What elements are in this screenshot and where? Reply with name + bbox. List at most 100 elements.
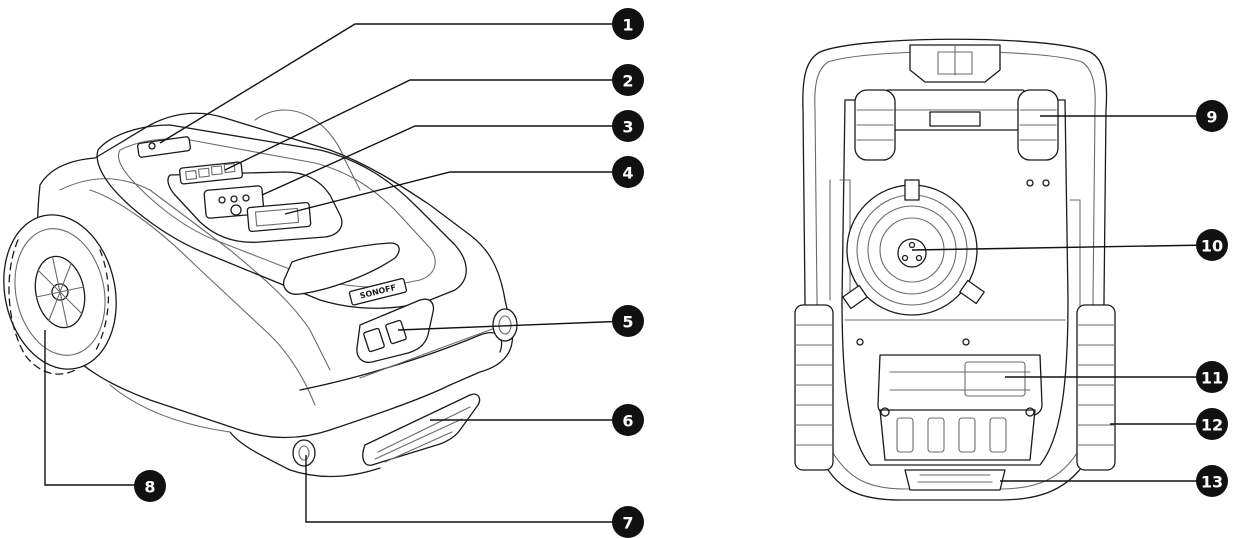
rear-wheel-right-underside (1076, 304, 1116, 471)
side-wiring (829, 179, 851, 301)
vent-slat (384, 431, 453, 463)
callout-9-label: 9 (1206, 108, 1217, 127)
callout-10: 10 (1196, 229, 1228, 261)
callout-3-label: 3 (622, 118, 633, 137)
rear-handle-grip (917, 474, 993, 483)
wheel-tread-lugs-back (94, 249, 110, 353)
side-panel-line-2 (89, 189, 316, 406)
callout-1-label: 1 (622, 16, 633, 35)
callout-4-label: 4 (622, 164, 633, 183)
lower-body-curve (229, 431, 381, 478)
brand-plate-frame (348, 277, 408, 306)
front-left-bumper-sensor (292, 439, 316, 467)
callout-7: 7 (612, 506, 644, 538)
battery-label (964, 361, 1026, 397)
callout-3: 3 (612, 110, 644, 142)
screw (1042, 179, 1050, 187)
callout-1: 1 (612, 8, 644, 40)
mower-perspective-view: SONOFF (3, 109, 518, 478)
keypad-key (230, 195, 238, 203)
hub-bolt (908, 241, 916, 249)
callout-4: 4 (612, 156, 644, 188)
callout-badges: 1 2 3 4 5 6 7 8 9 10 11 12 13 (134, 8, 1228, 538)
front-caster-right (1017, 89, 1059, 161)
callout-8: 8 (134, 470, 166, 502)
charging-contact-block (879, 409, 1036, 461)
vent-slat (374, 418, 463, 460)
callout-5-label: 5 (622, 313, 633, 332)
mower-underside-view (794, 38, 1116, 501)
leader-line-2 (224, 79, 628, 171)
rear-wheel-left (3, 214, 117, 375)
blade-tab (904, 179, 920, 201)
lid-slot (137, 136, 191, 158)
callout-13: 13 (1196, 465, 1228, 497)
front-caster-left (854, 89, 896, 161)
callout-10-label: 10 (1201, 237, 1223, 256)
callout-12-label: 12 (1201, 416, 1223, 435)
charging-contact (958, 417, 976, 453)
lower-body-skirt (109, 384, 231, 433)
callout-13-label: 13 (1201, 473, 1223, 492)
button-key (185, 170, 198, 181)
front-bumper-lip (359, 327, 496, 379)
battery-cover (877, 354, 1043, 417)
battery-cover-ribs (889, 371, 1031, 391)
callout-2-label: 2 (622, 72, 633, 91)
screw (880, 407, 890, 417)
blade-disc-hub (897, 238, 927, 268)
blade-disc-ring (867, 205, 957, 295)
rear-right-tread (1076, 324, 1116, 446)
button-key (223, 162, 236, 174)
callout-9: 9 (1196, 100, 1228, 132)
callout-6: 6 (612, 404, 644, 436)
top-recess (282, 242, 400, 295)
callout-6-label: 6 (622, 412, 633, 431)
wheel-tread-lugs (8, 239, 76, 375)
hub-bolt (915, 254, 923, 262)
leader-line-7 (305, 455, 628, 523)
mower-body-outline (36, 112, 514, 439)
callout-5: 5 (612, 305, 644, 337)
blade-tab (842, 284, 868, 310)
hub-bolt (901, 254, 909, 262)
leader-line-5 (397, 320, 629, 331)
button-key (210, 165, 223, 176)
leader-line-4 (284, 171, 628, 215)
leader-lines (44, 23, 1211, 523)
chassis-plate (841, 99, 1069, 466)
blade-tab (959, 279, 985, 305)
keypad-center-key (230, 204, 242, 216)
callout-12: 12 (1196, 408, 1228, 440)
wheel-tread-inner (14, 228, 106, 356)
rear-left-tire (794, 304, 834, 471)
display-inner (254, 207, 300, 227)
screw (1026, 179, 1034, 187)
screw (856, 338, 864, 346)
leader-line-8 (44, 330, 150, 486)
keypad-key (218, 196, 226, 204)
callout-11: 11 (1196, 361, 1228, 393)
screw (962, 338, 970, 346)
front-axle-mount (929, 111, 981, 127)
blade-disc (842, 179, 985, 316)
side-wiring-right (1069, 199, 1081, 311)
front-left-bumper-sensor-inner (298, 445, 310, 461)
charging-contact (927, 417, 945, 453)
rear-wheel-left-underside (794, 304, 834, 471)
rear-right-tire (1076, 304, 1116, 471)
side-panel-line (59, 178, 331, 371)
leader-line-3 (261, 125, 628, 196)
vent-grille (362, 393, 481, 466)
display-screen (246, 201, 312, 233)
brand-plate: SONOFF (348, 277, 408, 306)
callout-11-label: 11 (1201, 369, 1223, 388)
leader-line-10 (911, 244, 1211, 251)
callout-8-label: 8 (144, 478, 155, 497)
sensor-port-left (363, 327, 385, 353)
charging-contact (896, 417, 914, 453)
vent-slat (377, 406, 471, 453)
screw (1025, 407, 1035, 417)
